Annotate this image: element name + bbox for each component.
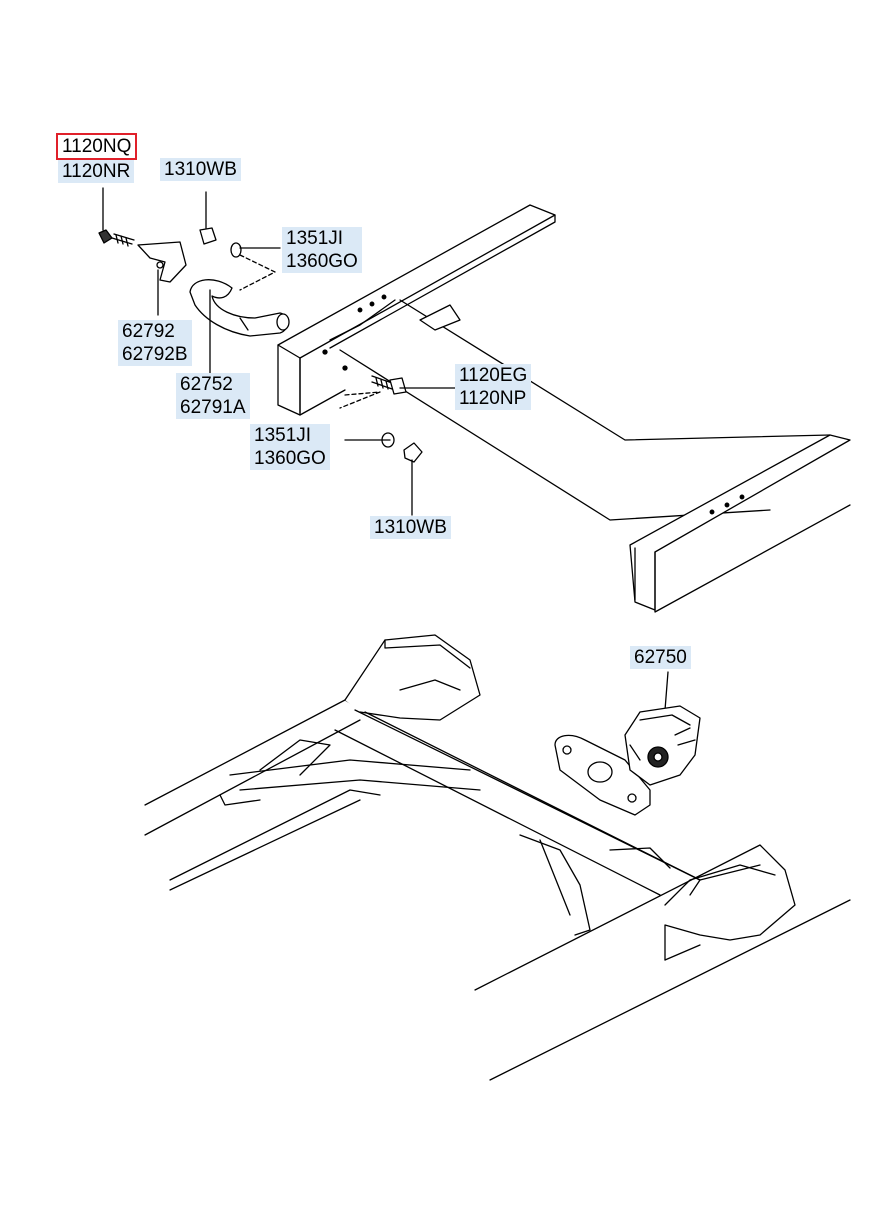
callout-1351JI-1360GO-bottom[interactable]: 1351JI 1360GO [250, 424, 330, 470]
callout-line: 1310WB [164, 159, 237, 180]
rear-hook-mount [554, 705, 701, 816]
callout-62792[interactable]: 62792 62792B [118, 320, 192, 366]
callout-line: 62792B [122, 344, 188, 365]
callout-line: 1120NP [459, 388, 527, 409]
callout-line: 62750 [634, 647, 687, 668]
callout-line: 1351JI [286, 228, 344, 249]
callout-line: 1120NQ [62, 136, 132, 157]
callout-1351JI-1360GO-top[interactable]: 1351JI 1360GO [282, 227, 362, 273]
callout-1120EG-1120NP[interactable]: 1120EG 1120NP [455, 364, 532, 410]
callout-line: 1360GO [286, 251, 358, 272]
callout-line: 1310WB [374, 517, 447, 538]
lower-chassis-frame [144, 634, 851, 1081]
callout-62752[interactable]: 62752 62791A [176, 373, 250, 419]
callout-line: 1351JI [254, 425, 312, 446]
callout-62750[interactable]: 62750 [630, 646, 691, 669]
callout-1120NR[interactable]: 1120NR [58, 160, 135, 183]
callout-1310WB-bottom[interactable]: 1310WB [370, 516, 451, 539]
callout-1310WB-top[interactable]: 1310WB [160, 158, 241, 181]
callout-line: 1120EG [459, 365, 528, 386]
callout-line: 1120NR [62, 161, 131, 182]
leader-lines [102, 187, 669, 711]
callout-line: 1360GO [254, 448, 326, 469]
tow-hook-assembly [98, 227, 423, 463]
callout-line: 62752 [180, 374, 233, 395]
callout-line: 62791A [180, 397, 246, 418]
upper-frame-rail [277, 204, 851, 613]
callout-1120NQ[interactable]: 1120NQ [55, 133, 138, 160]
callout-line: 62792 [122, 321, 175, 342]
